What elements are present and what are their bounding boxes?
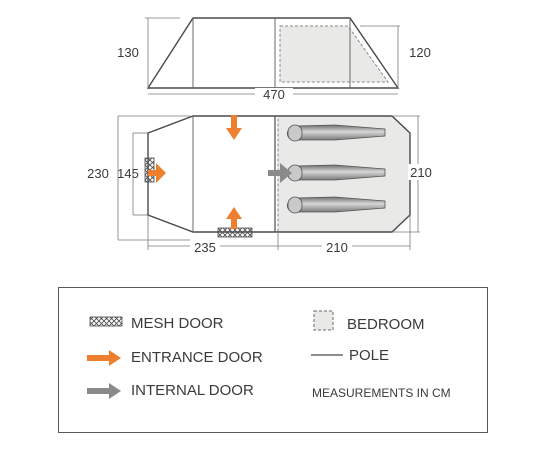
legend: MESH DOOR ENTRANCE DOOR INTERNAL DOOR BE… — [58, 287, 488, 433]
floor-plan: 230 145 — [87, 115, 434, 255]
bedroom-height-label: 120 — [409, 45, 431, 60]
bedroom-depth-label: 210 — [410, 165, 432, 180]
mesh-door-icon — [217, 227, 253, 238]
sleeping-bag-icon — [286, 196, 386, 214]
internal-arrow-icon — [268, 163, 292, 183]
living-height-label: 130 — [117, 45, 139, 60]
living-length-label: 235 — [194, 240, 216, 255]
sleeping-bag-icon — [286, 124, 386, 142]
mesh-door-icon — [89, 316, 123, 327]
entrance-arrow-icon — [148, 163, 166, 183]
entrance-arrow-icon — [87, 350, 121, 366]
entrance-width-label: 145 — [117, 166, 139, 181]
bedroom-swatch-icon — [313, 310, 334, 331]
entrance-arrow-icon — [226, 115, 242, 140]
bedroom-length-label: 210 — [326, 240, 348, 255]
elevation-bedroom-area — [279, 25, 389, 83]
tent-floor-plan: 130 120 470 230 145 — [87, 17, 434, 255]
legend-entrance-door-label: ENTRANCE DOOR — [131, 349, 263, 366]
measurements-note: MEASUREMENTS IN CM — [312, 386, 451, 400]
legend-internal-door-label: INTERNAL DOOR — [131, 382, 254, 399]
legend-mesh-door-label: MESH DOOR — [131, 315, 224, 332]
total-length-label: 470 — [263, 87, 285, 102]
internal-arrow-icon — [87, 383, 121, 399]
legend-pole-label: POLE — [349, 347, 390, 364]
pole-line-icon — [311, 354, 343, 356]
total-width-label: 230 — [87, 166, 109, 181]
legend-bedroom-label: BEDROOM — [347, 316, 425, 333]
side-elevation: 130 120 — [117, 17, 431, 89]
sleeping-bag-icon — [286, 164, 386, 182]
entrance-arrow-icon — [226, 207, 242, 229]
